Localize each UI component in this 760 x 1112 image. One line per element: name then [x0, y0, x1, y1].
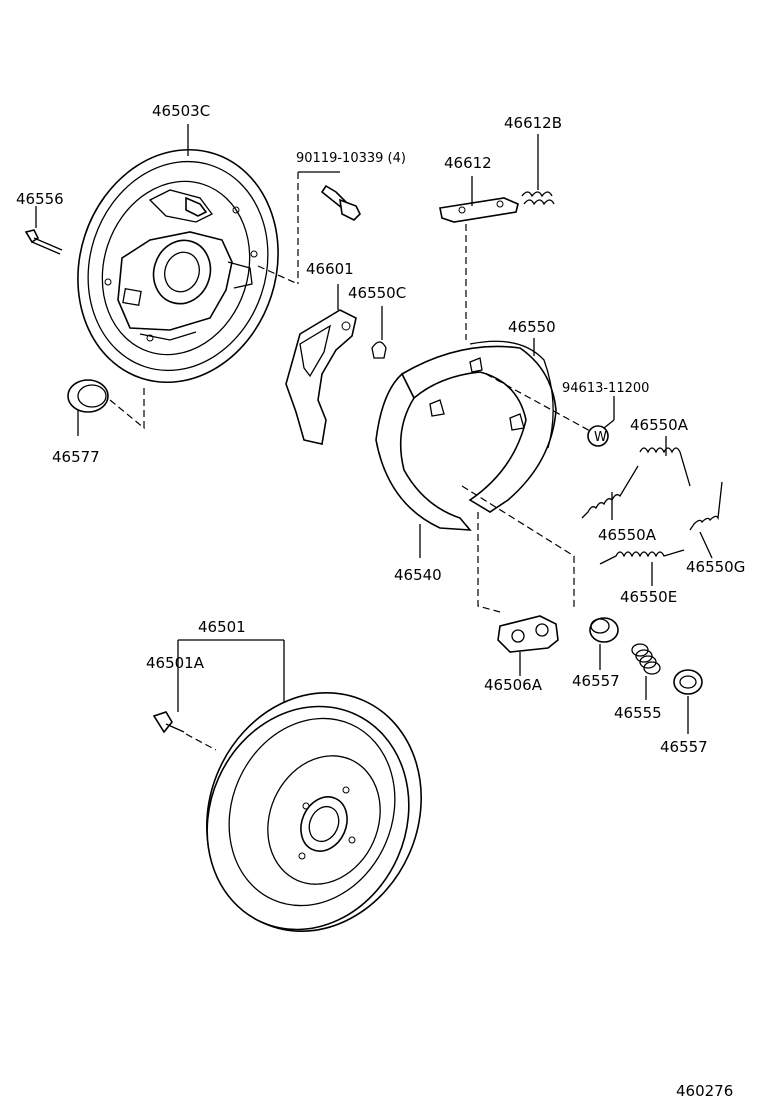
part-labels: 46503C 90119-10339 (4) 46612B 46612 4655… [16, 102, 745, 1100]
label-46550A-mid: 46550A [598, 526, 657, 544]
cup-46557-a [589, 617, 619, 670]
diagram-reference: 460276 [676, 1082, 733, 1100]
hub-bolt-46501A [152, 640, 217, 751]
label-46557-b: 46557 [660, 738, 708, 756]
cup-46557-b [673, 669, 703, 734]
label-46601: 46601 [306, 260, 354, 278]
label-46557-a: 46557 [572, 672, 620, 690]
label-46577: 46577 [52, 448, 100, 466]
label-46612: 46612 [444, 154, 492, 172]
strut-46612 [439, 176, 519, 340]
label-w-mark: W [594, 430, 607, 445]
wheel-cylinder-46506A [497, 615, 559, 676]
label-46501A: 46501A [146, 654, 205, 672]
spring-46550A-mid [581, 465, 639, 520]
spring-46555 [631, 643, 661, 700]
spring-46550G [689, 481, 723, 559]
bolt-90119-10339 [257, 171, 361, 285]
brake-drum-46501 [178, 639, 422, 933]
hole-plug-46577 [67, 379, 145, 436]
parking-lever-46601 [285, 284, 357, 445]
spring-46612B [521, 134, 555, 206]
label-46506A: 46506A [484, 676, 543, 694]
label-46550: 46550 [508, 318, 556, 336]
label-46612B: 46612B [504, 114, 562, 132]
label-46556: 46556 [16, 190, 64, 208]
label-90119: 90119-10339 (4) [296, 151, 406, 166]
label-46501: 46501 [198, 618, 246, 636]
label-46555: 46555 [614, 704, 662, 722]
label-46540: 46540 [394, 566, 442, 584]
spring-46550E [599, 549, 685, 586]
spring-46550A-top [639, 436, 691, 487]
backing-plate-46503C [77, 124, 279, 384]
label-46550C: 46550C [348, 284, 406, 302]
label-46550A-top: 46550A [630, 416, 689, 434]
w-mark [587, 396, 615, 447]
clip-46550C [371, 306, 387, 359]
hold-down-pin-46556 [24, 206, 63, 255]
label-46503C: 46503C [152, 102, 210, 120]
label-94613: 94613-11200 [562, 381, 649, 396]
brake-shoes-46550 [375, 338, 593, 613]
label-46550G: 46550G [686, 558, 745, 576]
label-46550E: 46550E [620, 588, 677, 606]
